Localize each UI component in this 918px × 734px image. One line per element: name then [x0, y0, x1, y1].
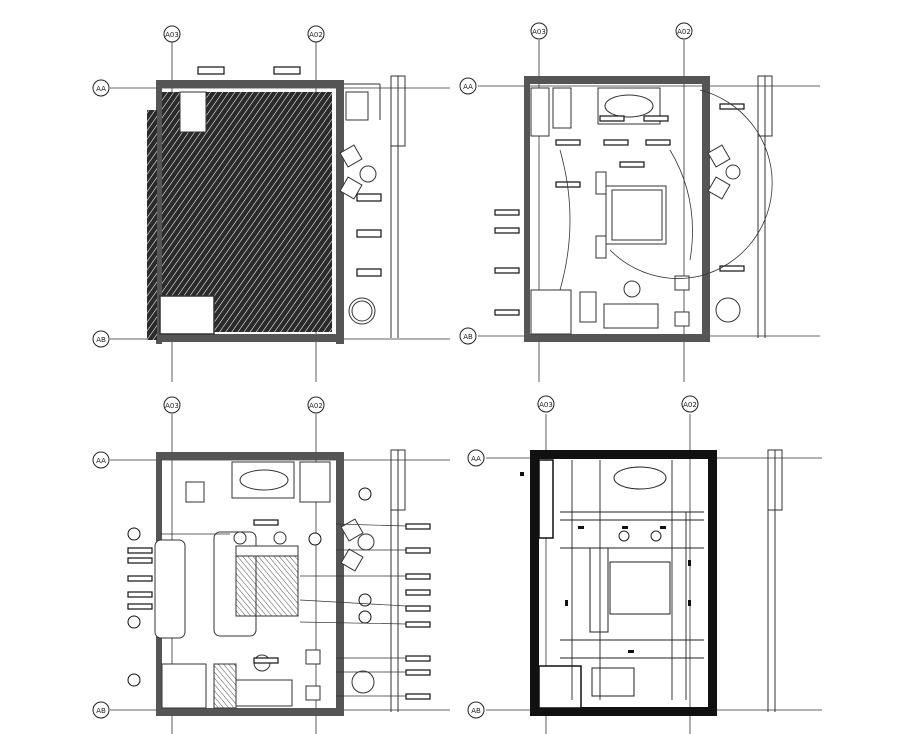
entry-area — [159, 295, 215, 335]
grid-bubbles: A03 A02 AA AB — [467, 395, 699, 719]
grid-label-a02: A02 — [309, 402, 323, 410]
grid-label-ab: AB — [463, 333, 473, 341]
grid-bubbles: A03 A02 AA AB — [92, 25, 325, 348]
grid-label-aa: AA — [471, 455, 481, 463]
plan-4: A03 A02 AA AB — [467, 395, 822, 734]
grid-label-aa: AA — [96, 457, 106, 465]
grid-label-a03: A03 — [165, 402, 179, 410]
top-wall — [156, 80, 344, 88]
closet — [179, 91, 207, 133]
grid-label-a02: A02 — [309, 31, 323, 39]
right-wall — [336, 80, 344, 344]
grid-label-a03: A03 — [165, 31, 179, 39]
grid-label-a03: A03 — [532, 28, 546, 36]
bottom-wall — [156, 334, 344, 342]
grid-label-a02: A02 — [683, 401, 697, 409]
grid-label-aa: AA — [96, 85, 106, 93]
plan-1: A03 A02 AA AB — [92, 25, 450, 382]
side-hatch — [147, 110, 157, 340]
left-wall — [156, 80, 162, 344]
grid-bubbles: A03 A02 AA AB — [459, 22, 693, 345]
plan-2: A03 A02 AA AB — [459, 22, 820, 382]
grid-label-a03: A03 — [539, 401, 553, 409]
grid-bubbles: A03 A02 AA AB — [92, 396, 325, 719]
grid-label-aa: AA — [463, 83, 473, 91]
grid-label-ab: AB — [96, 707, 106, 715]
grid-label-ab: AB — [96, 336, 106, 344]
grid-label-ab: AB — [471, 707, 481, 715]
plan-3: A03 A02 AA AB — [92, 396, 450, 734]
grid-label-a02: A02 — [677, 28, 691, 36]
